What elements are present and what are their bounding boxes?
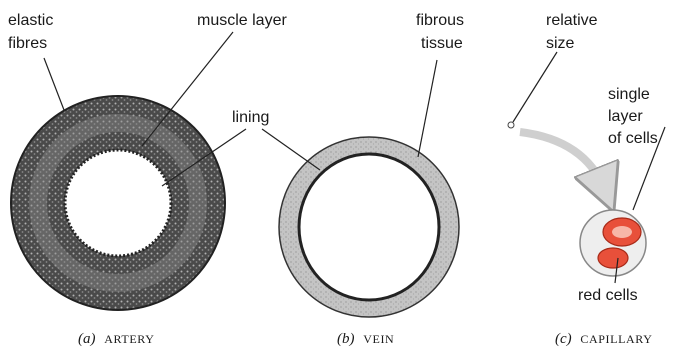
relative-size-dot bbox=[508, 122, 514, 128]
label-single-line2: layer bbox=[608, 108, 643, 125]
label-muscle-layer: muscle layer bbox=[197, 12, 287, 29]
relative-size-arrow bbox=[520, 132, 605, 190]
caption-capillary: (c) CAPILLARY bbox=[555, 331, 652, 347]
elastic-leader bbox=[44, 58, 64, 110]
vein-drawing bbox=[279, 137, 459, 317]
caption-artery-letter: (a) bbox=[78, 331, 96, 347]
label-single-line3: of cells bbox=[608, 130, 658, 147]
caption-vein-letter: (b) bbox=[337, 331, 355, 347]
artery-lining bbox=[65, 150, 171, 256]
label-relative-line1: relative bbox=[546, 12, 598, 29]
label-red-cells: red cells bbox=[578, 287, 638, 304]
red-cell-upper-center bbox=[612, 226, 632, 238]
label-single-line1: single bbox=[608, 86, 650, 103]
relative-size-leader bbox=[513, 52, 557, 122]
label-lining: lining bbox=[232, 109, 269, 126]
caption-vein: (b) VEIN bbox=[337, 331, 394, 347]
caption-capillary-name: CAPILLARY bbox=[580, 332, 652, 346]
vein-lining bbox=[299, 154, 439, 300]
caption-artery-name: ARTERY bbox=[104, 332, 154, 346]
red-cell-lower bbox=[598, 248, 628, 268]
label-elastic-line2: fibres bbox=[8, 35, 47, 52]
artery-drawing bbox=[11, 96, 225, 310]
label-fibrous-line1: fibrous bbox=[416, 12, 464, 29]
caption-artery: (a) ARTERY bbox=[78, 331, 154, 347]
label-fibrous-line2: tissue bbox=[421, 35, 463, 52]
caption-vein-name: VEIN bbox=[363, 332, 394, 346]
label-elastic-line1: elastic bbox=[8, 12, 53, 29]
caption-capillary-letter: (c) bbox=[555, 331, 572, 347]
lining-leader-vein bbox=[262, 129, 320, 170]
label-relative-line2: size bbox=[546, 35, 575, 52]
fibrous-leader bbox=[418, 60, 437, 157]
